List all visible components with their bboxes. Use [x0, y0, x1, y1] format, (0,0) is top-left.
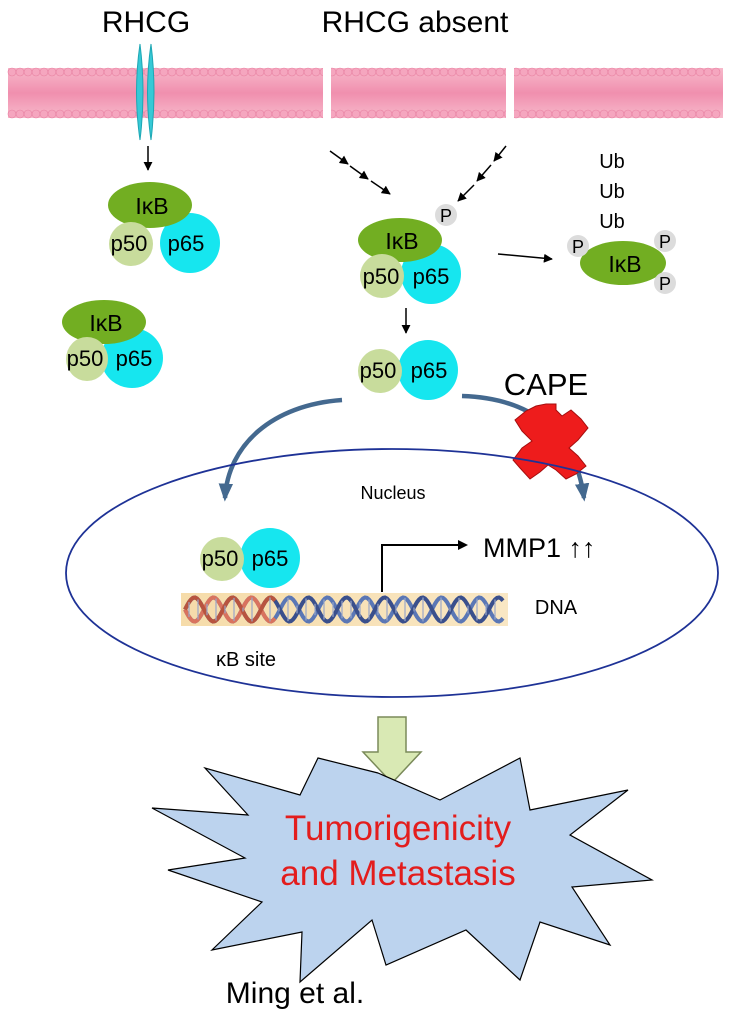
- membrane-gap-left: [323, 66, 331, 120]
- p50-label: p50: [111, 231, 148, 256]
- outcome-text-line1: Tumorigenicity: [285, 809, 512, 848]
- nucleus-envelope: [65, 448, 719, 698]
- cell-membrane: [7, 66, 723, 120]
- p50-protein: [109, 222, 153, 266]
- ikb-ubiquitinated: Ub Ub Ub IκB P P P: [567, 151, 676, 294]
- phospho-label: P: [659, 274, 671, 294]
- outcome-text-line2: and Metastasis: [280, 854, 515, 893]
- p50-protein: [200, 537, 244, 581]
- ikb-label: IκB: [608, 251, 641, 277]
- rhcg-label: RHCG: [102, 6, 190, 39]
- ubiquitin-label: Ub: [599, 211, 625, 233]
- ikb-protein: [580, 241, 666, 285]
- signal-arrows-right: [457, 145, 507, 202]
- ikb-label: IκB: [385, 228, 418, 254]
- rhcg-channel: [136, 43, 155, 141]
- p65-protein: [240, 528, 300, 588]
- phospho-label: P: [440, 206, 452, 226]
- nfkb-dimer-nuclear: p50 p65: [200, 528, 300, 588]
- ikb-label: IκB: [135, 193, 168, 219]
- p65-label: p65: [252, 546, 289, 571]
- nuclear-translocation-arrow: [218, 397, 343, 502]
- p65-label: p65: [411, 358, 448, 383]
- p50-protein: [360, 254, 404, 298]
- bent-arrow-icon: [381, 540, 468, 592]
- ikb-protein: [108, 182, 192, 228]
- nfkb-complex-inactive-2: IκB p50 p65: [62, 300, 163, 388]
- mmp1-label: MMP1 ↑↑: [483, 533, 596, 563]
- ikb-protein: [62, 300, 146, 344]
- downstream-arrow: [361, 716, 423, 785]
- p50-label: p50: [67, 346, 104, 371]
- phospho-group: [654, 272, 676, 294]
- p50-protein: [66, 337, 108, 381]
- p65-label: p65: [116, 346, 153, 371]
- signal-arrows-left: [329, 150, 391, 195]
- outcome-starburst: [151, 757, 655, 984]
- rhcg-absent-label: RHCG absent: [322, 6, 509, 39]
- p65-label: p65: [413, 264, 450, 289]
- phospho-label: P: [659, 232, 671, 252]
- ikb-protein: [358, 218, 442, 262]
- ubiquitin-label: Ub: [599, 151, 625, 173]
- nucleus-label: Nucleus: [360, 483, 425, 503]
- ikb-label: IκB: [89, 310, 122, 336]
- kb-site-label: κB site: [216, 649, 276, 671]
- nfkb-dimer-free: p50 p65: [358, 340, 458, 400]
- p65-label: p65: [168, 231, 205, 256]
- credit-label: Ming et al.: [226, 977, 364, 1010]
- p50-label: p50: [202, 546, 239, 571]
- nfkb-complex-inactive-1: IκB p50 p65: [108, 182, 220, 273]
- membrane-gap-right: [506, 66, 514, 120]
- degradation-arrow: [497, 253, 553, 263]
- phospho-group: [435, 204, 457, 226]
- p65-protein: [398, 340, 458, 400]
- phospho-group: [654, 230, 676, 252]
- p50-label: p50: [360, 358, 397, 383]
- nfkb-complex-phosphorylated: IκB p50 p65 P: [358, 204, 461, 304]
- dna-double-helix: [181, 593, 508, 626]
- ubiquitin-label: Ub: [599, 181, 625, 203]
- cape-label: CAPE: [504, 367, 588, 402]
- p50-label: p50: [363, 264, 400, 289]
- red-x-cross-icon: [512, 403, 589, 480]
- phospho-label: P: [572, 237, 584, 257]
- p50-protein: [358, 349, 402, 393]
- p65-protein: [160, 213, 220, 273]
- dna-label: DNA: [535, 597, 578, 619]
- phospho-group: [567, 235, 589, 257]
